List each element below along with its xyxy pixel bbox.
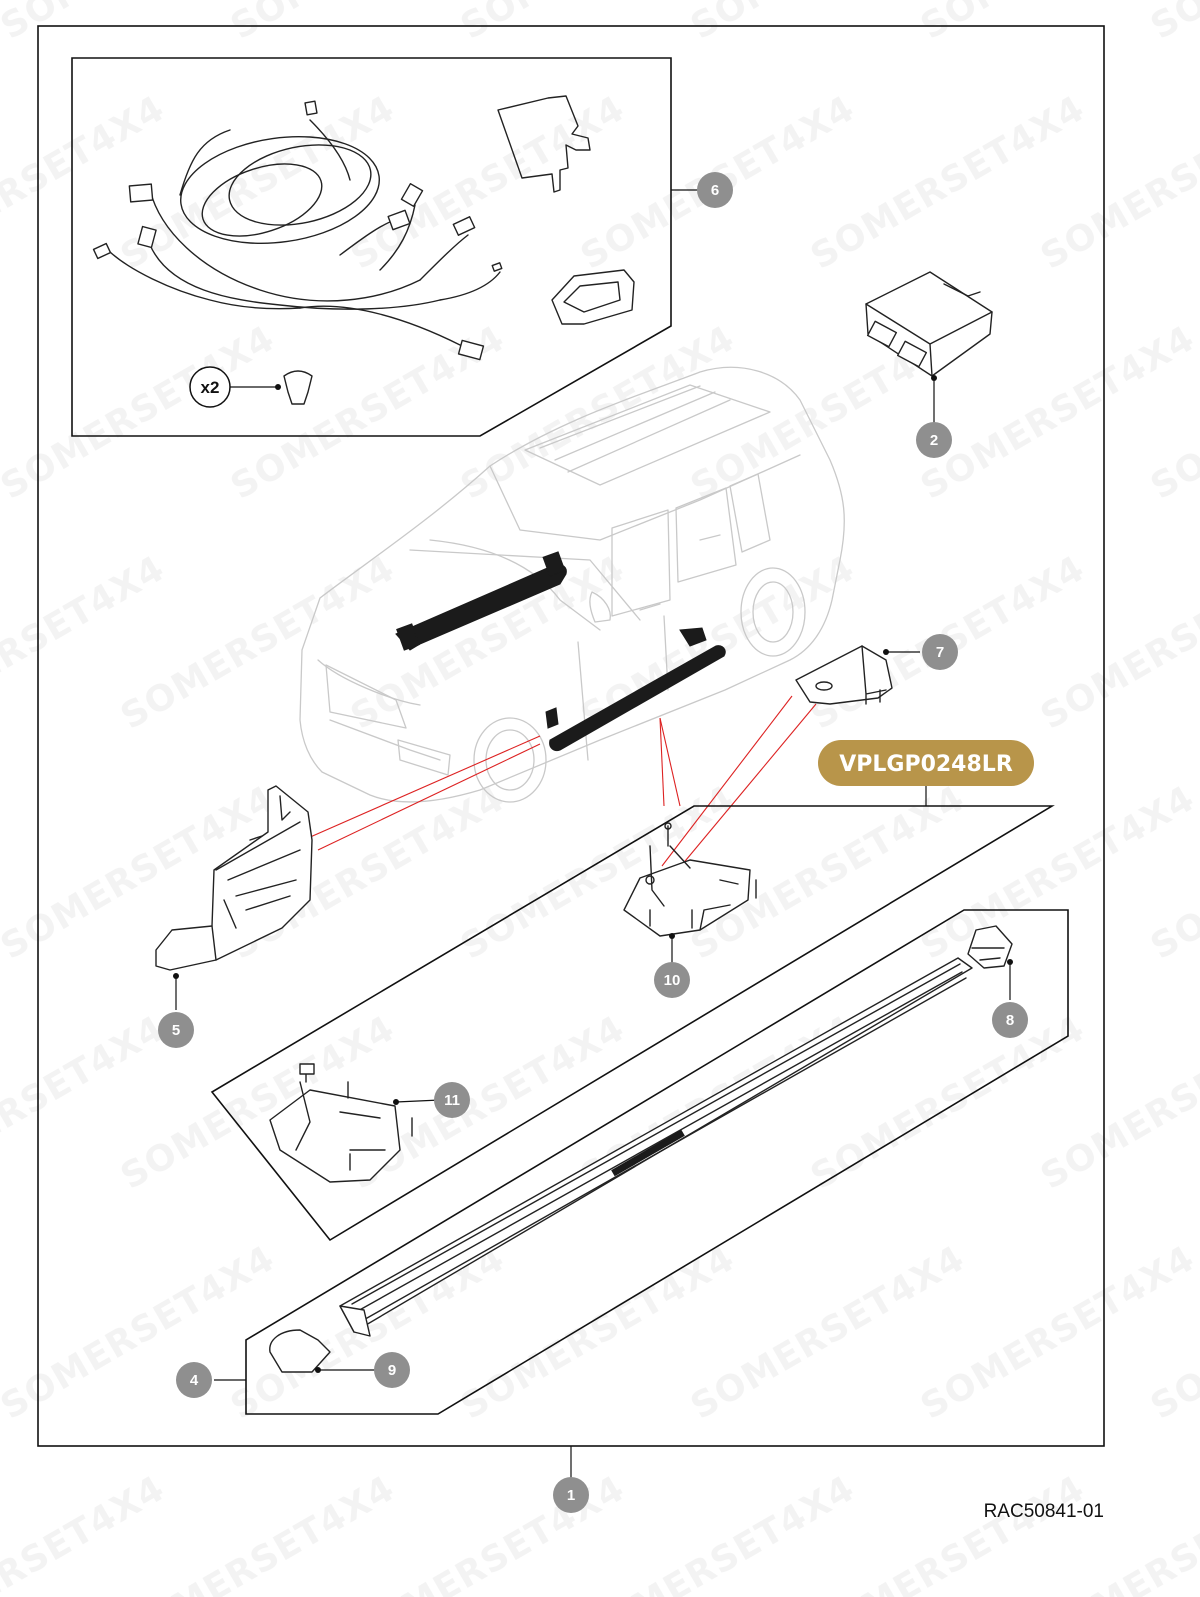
running-board-box (245, 909, 1069, 1415)
push-clip-icon (283, 370, 313, 405)
callout-2: 2 (916, 422, 952, 458)
clip-quantity: x2 (189, 366, 313, 408)
callout-8: 8 (992, 1002, 1028, 1038)
svg-text:2: 2 (930, 432, 938, 449)
svg-text:5: 5 (172, 1022, 180, 1039)
kit-part-number: VPLGP0248LR (839, 752, 1013, 777)
callout-5: 5 (158, 1012, 194, 1048)
location-indicator-lines (307, 695, 817, 873)
callout-1: 1 (553, 1477, 589, 1513)
motor-bracket-rear (269, 1063, 413, 1183)
harness-kit-box (71, 57, 672, 437)
motor-bracket-front (623, 822, 757, 937)
callout-4: 4 (176, 1362, 212, 1398)
bracket-kit-box (210, 805, 1055, 1242)
harness-connectors (92, 100, 503, 361)
svg-text:7: 7 (936, 644, 944, 661)
end-cap-rear (967, 925, 1013, 969)
wiring-harness (109, 119, 501, 346)
callout-10: 10 (654, 962, 690, 998)
control-module (865, 271, 993, 377)
reference-code: RAC50841-01 (984, 1501, 1104, 1522)
callout-layer: 6 2 7 5 10 8 11 9 4 1 (158, 172, 1028, 1513)
callout-7: 7 (922, 634, 958, 670)
svg-text:8: 8 (1006, 1012, 1014, 1029)
svg-text:10: 10 (664, 972, 681, 989)
end-cap-front (269, 1329, 331, 1373)
callout-6: 6 (697, 172, 733, 208)
svg-text:11: 11 (444, 1092, 460, 1109)
callout-11: 11 (434, 1082, 470, 1118)
switch-grommet (551, 269, 635, 325)
kit-part-number-badge: VPLGP0248LR (818, 740, 1034, 786)
quantity-label: x2 (201, 378, 220, 397)
callout-9: 9 (374, 1352, 410, 1388)
watermark-text: SOMERSET4X4 (1144, 0, 1200, 48)
mounting-plate (795, 645, 893, 705)
running-board (339, 957, 973, 1337)
svg-text:6: 6 (711, 182, 719, 199)
vehicle-side-steps (395, 551, 726, 751)
svg-text:1: 1 (567, 1487, 575, 1504)
svg-text:4: 4 (190, 1372, 199, 1389)
fitting-template (497, 95, 591, 193)
watermark-text: SOMERSET4X4 (0, 1468, 172, 1597)
svg-text:9: 9 (388, 1362, 396, 1379)
front-mudflap-bracket (155, 785, 313, 971)
